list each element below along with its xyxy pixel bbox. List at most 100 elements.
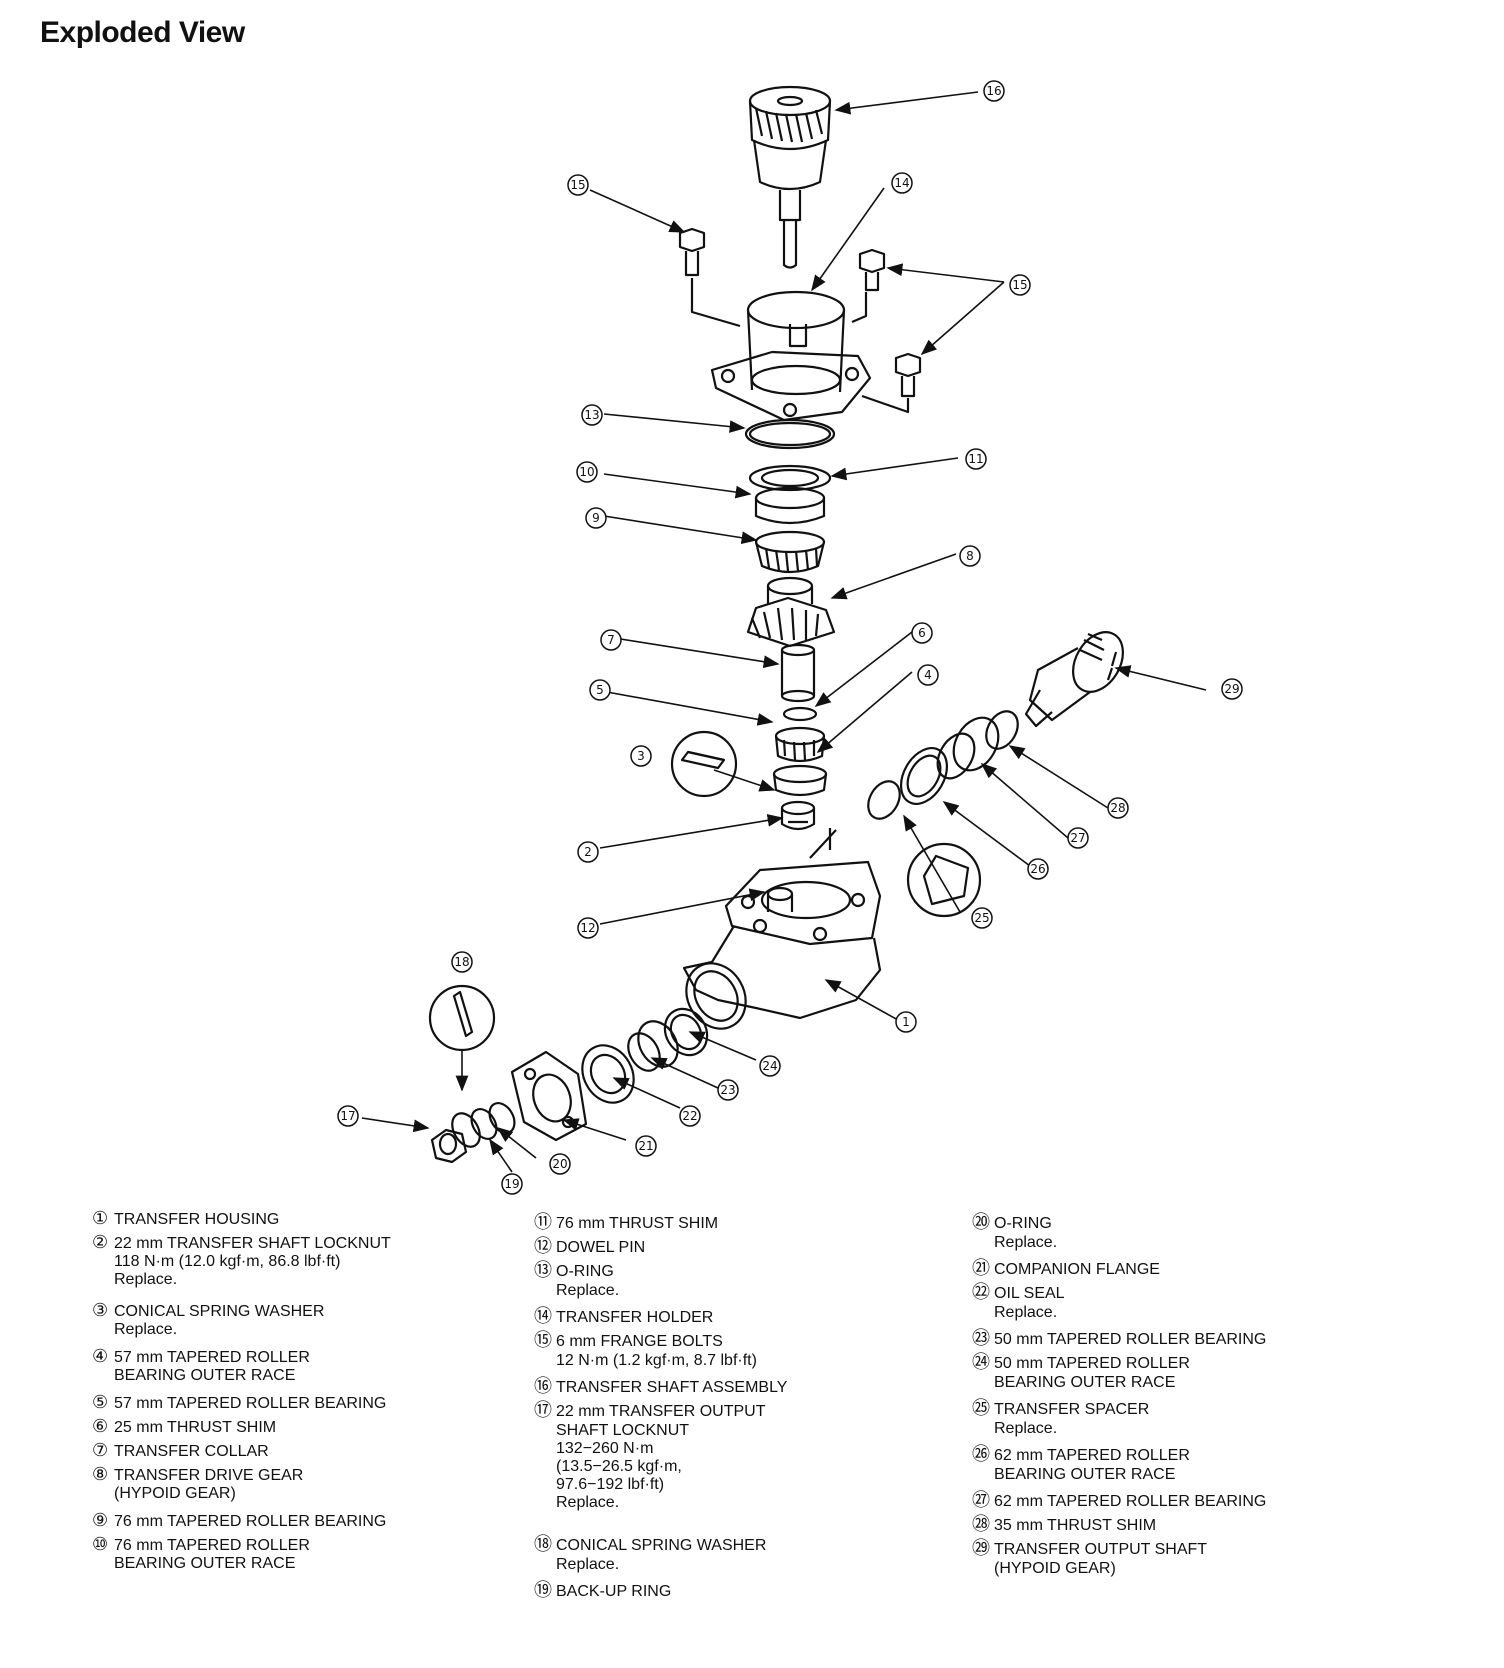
companion-flange-part	[510, 1050, 588, 1142]
callout-circle	[891, 172, 913, 194]
legend-number: ⑤	[92, 1392, 109, 1412]
callout-24: 24	[759, 1055, 781, 1077]
callout-number: 15	[570, 178, 585, 192]
legend-number: ㉖	[972, 1444, 990, 1464]
legend-line: 118 N·m (12.0 kgf·m, 86.8 lbf·ft)	[92, 1253, 391, 1271]
legend-text: 25 mm THRUST SHIM	[114, 1419, 277, 1436]
callout-circle	[759, 1055, 781, 1077]
callout-number: 16	[986, 84, 1001, 98]
transfer-output-shaft-part	[1024, 631, 1124, 728]
legend-note: Replace.	[114, 1271, 178, 1288]
legend-line: 132−260 N·m	[534, 1440, 766, 1458]
callout-18: 18	[451, 951, 473, 973]
legend-text: 118 N·m (12.0 kgf·m, 86.8 lbf·ft)	[114, 1253, 341, 1270]
legend-number: ㉕	[972, 1398, 990, 1418]
transfer-collar-part	[780, 643, 816, 703]
legend-text: TRANSFER HOLDER	[556, 1309, 714, 1326]
legend-number: ⑰	[534, 1400, 552, 1420]
callout-11: 11	[965, 448, 987, 470]
legend-number: ⑦	[92, 1440, 109, 1460]
callout-3: 3	[630, 745, 652, 767]
legend-text: 132−260 N·m	[556, 1440, 654, 1457]
callout-circle	[971, 907, 993, 929]
output-shaft-locknut-part	[430, 1128, 468, 1164]
legend-line: 12 N·m (1.2 kgf·m, 8.7 lbf·ft)	[534, 1352, 757, 1370]
callout-number: 19	[504, 1177, 519, 1191]
callout-number: 2	[584, 845, 592, 859]
legend-number: ㉓	[972, 1328, 990, 1348]
o-ring-part	[744, 418, 836, 450]
callout-number: 18	[454, 955, 469, 969]
callout-number: 23	[720, 1083, 735, 1097]
flange-bolt-part	[678, 227, 922, 398]
tapered-roller-bearing-part	[754, 530, 826, 574]
callout-4: 4	[917, 664, 939, 686]
legend-text: 97.6−192 lbf·ft)	[556, 1476, 665, 1493]
callout-circle	[917, 664, 939, 686]
legend-number: ㉔	[972, 1352, 990, 1372]
legend-text: 76 mm TAPERED ROLLER	[114, 1537, 310, 1554]
callout-15: 15	[567, 174, 589, 196]
callout-circle	[895, 1011, 917, 1033]
legend-text: CONICAL SPRING WASHER	[114, 1303, 325, 1320]
legend-number: ㉘	[972, 1514, 990, 1534]
callout-number: 27	[1070, 831, 1085, 845]
callout-circle	[577, 917, 599, 939]
legend-text: 76 mm TAPERED ROLLER BEARING	[114, 1513, 387, 1530]
legend-number: ㉗	[972, 1490, 990, 1510]
callout-28: 28	[1107, 797, 1129, 819]
legend-note: Replace.	[994, 1234, 1058, 1251]
transfer-drive-gear-part	[746, 576, 836, 648]
callout-circle	[567, 174, 589, 196]
legend-text: O-RING	[556, 1263, 614, 1280]
thrust-shim-35mm-part	[985, 710, 1019, 750]
legend-line: BEARING OUTER RACE	[972, 1466, 1190, 1484]
transfer-holder-part	[690, 278, 910, 422]
callout-10: 10	[576, 461, 598, 483]
legend-text: BEARING OUTER RACE	[114, 1555, 296, 1572]
callout-number: 7	[607, 633, 615, 647]
legend-text: 50 mm TAPERED ROLLER BEARING	[994, 1331, 1267, 1348]
legend-note: Replace.	[994, 1420, 1058, 1437]
callout-number: 1	[902, 1015, 910, 1029]
legend-text: (HYPOID GEAR)	[994, 1560, 1116, 1577]
callout-12: 12	[577, 917, 599, 939]
legend-number: ⑯	[534, 1376, 552, 1396]
legend-number: ⑳	[972, 1212, 990, 1232]
callout-circle	[1027, 858, 1049, 880]
callout-circle	[501, 1173, 523, 1195]
callout-circle	[576, 461, 598, 483]
legend-text: O-RING	[994, 1215, 1052, 1232]
callout-circle	[600, 629, 622, 651]
callout-19: 19	[501, 1173, 523, 1195]
callout-5: 5	[589, 679, 611, 701]
callout-number: 8	[966, 549, 974, 563]
legend-number: ⑫	[534, 1236, 552, 1256]
legend-number: ㉙	[972, 1538, 990, 1558]
conical-spring-washer-callout	[670, 730, 738, 798]
callout-circle	[1221, 678, 1243, 700]
